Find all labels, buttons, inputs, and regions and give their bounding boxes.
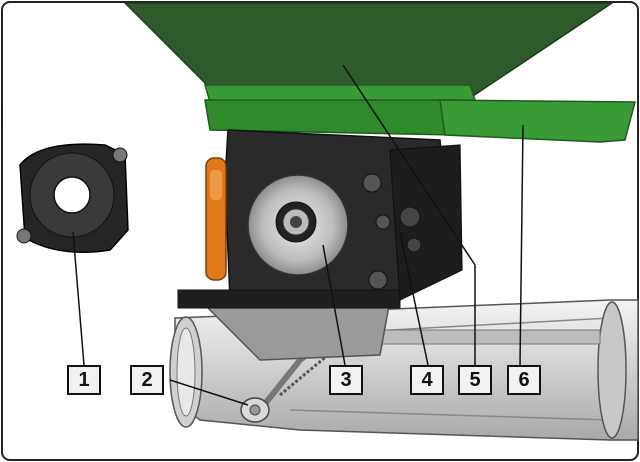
callout-2: 2 — [130, 365, 164, 395]
calibration-tray — [439, 99, 636, 143]
metering-rotor — [247, 174, 349, 276]
green-frame — [203, 84, 636, 143]
callout-5: 5 — [458, 365, 492, 395]
lock-handle — [205, 157, 227, 281]
callout-6: 6 — [507, 365, 541, 395]
metering-disc — [16, 143, 129, 254]
callout-4: 4 — [410, 365, 444, 395]
callout-3: 3 — [329, 365, 363, 395]
callout-1: 1 — [67, 365, 101, 395]
leader-lines — [72, 64, 524, 406]
